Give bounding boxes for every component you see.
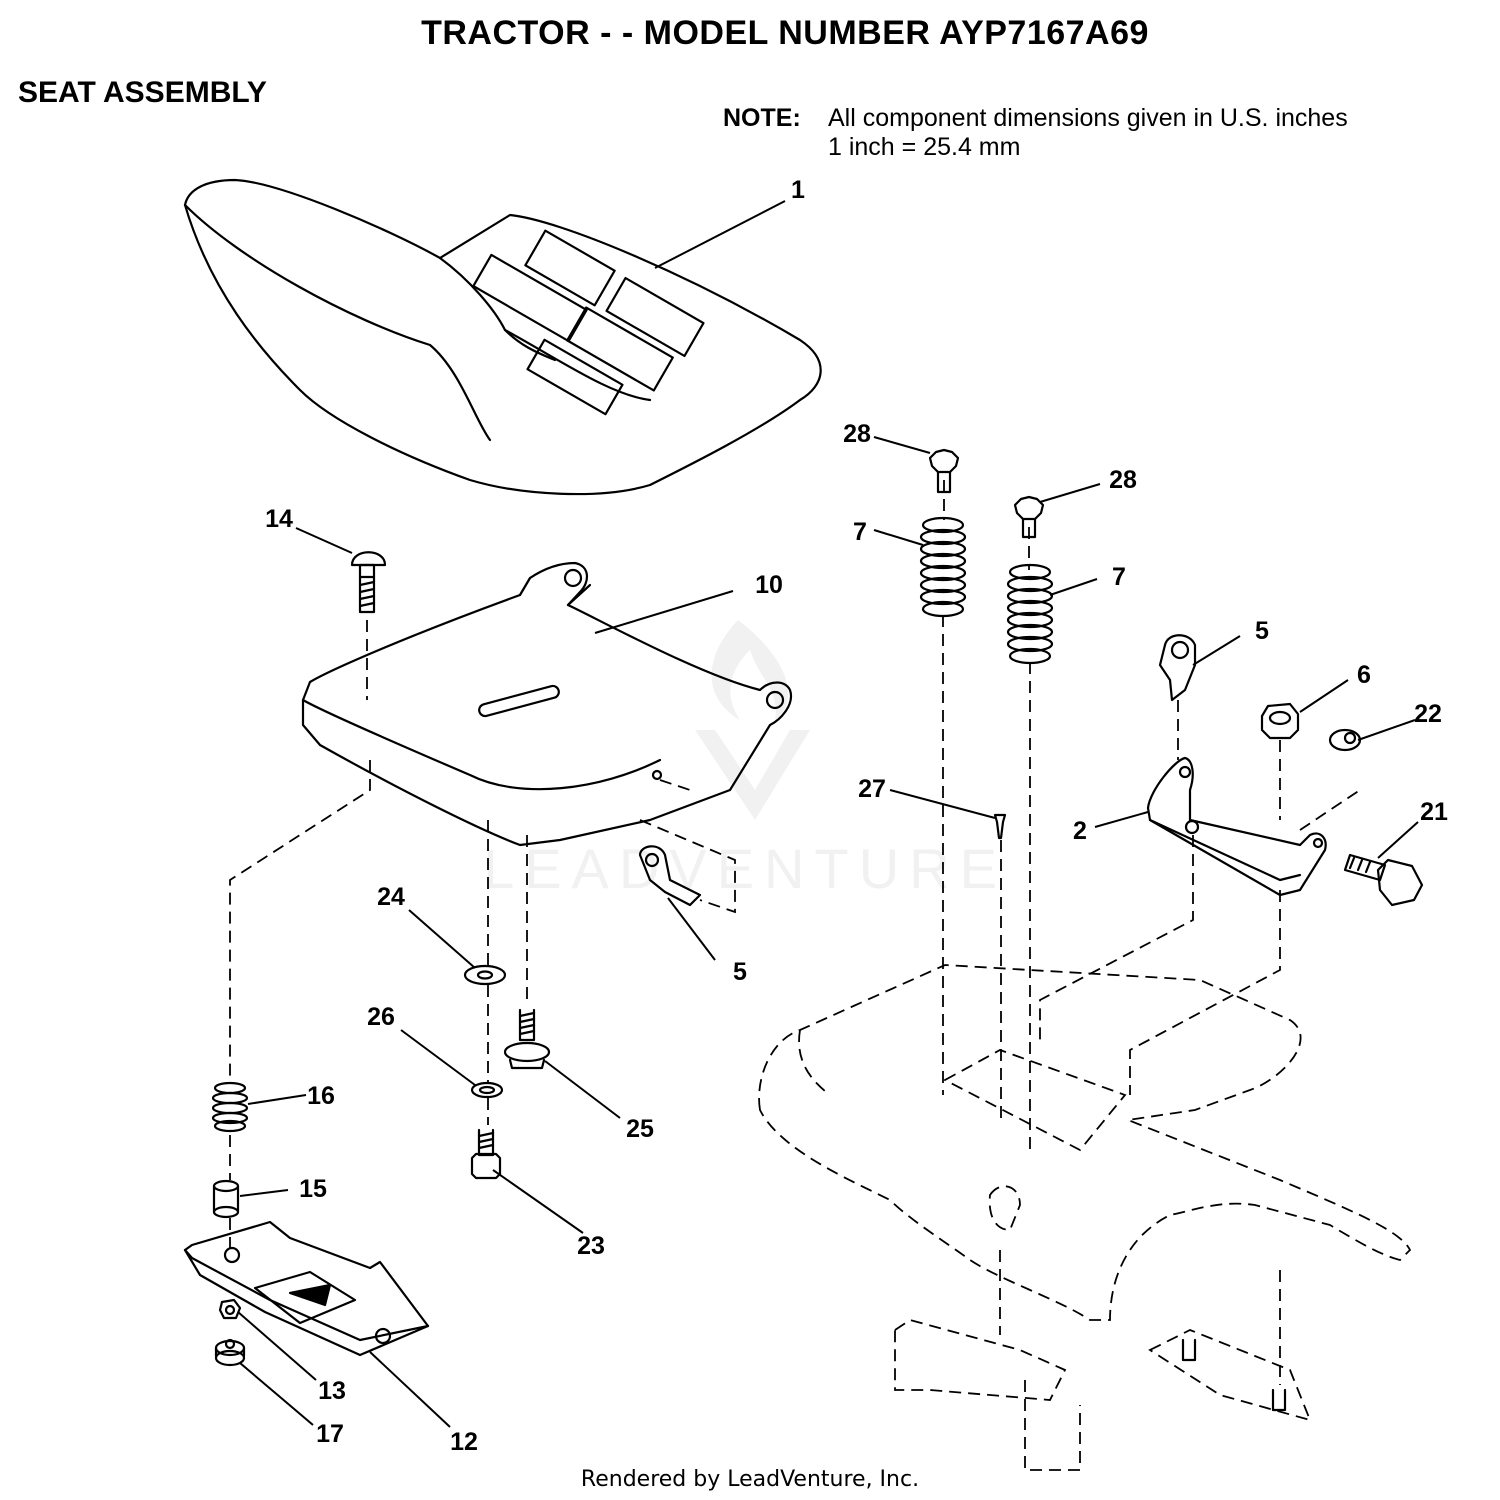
seat-part xyxy=(183,178,822,496)
seat-bracket-part xyxy=(1146,756,1327,897)
callout-15: 15 xyxy=(299,1175,327,1203)
callout-22: 22 xyxy=(1414,700,1442,728)
callout-12: 12 xyxy=(450,1428,478,1456)
watermark-text: LEADVENTURE xyxy=(483,837,1007,900)
leader-lines xyxy=(237,200,1419,1428)
callout-5-lower: 5 xyxy=(733,958,747,986)
note-line-1: All component dimensions given in U.S. i… xyxy=(828,104,1348,132)
callout-14: 14 xyxy=(265,505,293,533)
callout-6: 6 xyxy=(1357,661,1371,689)
callout-28-left: 28 xyxy=(843,420,871,448)
lock-washer-part xyxy=(470,1081,504,1099)
tractor-body-outline xyxy=(758,964,1412,1471)
callout-24: 24 xyxy=(377,883,405,911)
callout-17: 17 xyxy=(316,1420,344,1448)
callout-28-right: 28 xyxy=(1109,466,1137,494)
seat-clip-part xyxy=(638,845,702,907)
pin-part xyxy=(993,813,1007,840)
lock-nut-part xyxy=(1260,702,1300,740)
page-title: TRACTOR - - MODEL NUMBER AYP7167A69 xyxy=(421,14,1149,52)
callout-7-right: 7 xyxy=(1112,563,1126,591)
stud-part xyxy=(1181,1338,1287,1412)
spacer-part xyxy=(212,1179,240,1219)
flange-nut-part xyxy=(214,1338,246,1367)
shoulder-bolt-part xyxy=(1343,853,1424,907)
shoulder-bolt-part xyxy=(503,1008,551,1070)
callout-10: 10 xyxy=(755,571,783,599)
seat-clip-part xyxy=(1158,634,1197,702)
note-label: NOTE: xyxy=(723,104,801,132)
flange-nut-part xyxy=(1328,728,1362,752)
pivot-bracket-part xyxy=(183,1220,430,1357)
assembly-lines xyxy=(229,480,1361,1385)
callout-21: 21 xyxy=(1420,798,1448,826)
seat-pan-part xyxy=(301,561,793,847)
callout-2: 2 xyxy=(1073,817,1087,845)
hex-nut-part xyxy=(218,1298,242,1320)
section-title: SEAT ASSEMBLY xyxy=(18,76,267,109)
spring-small-part xyxy=(211,1081,249,1133)
carriage-bolt-part xyxy=(350,551,387,614)
callout-13: 13 xyxy=(318,1377,346,1405)
note-line-2: 1 inch = 25.4 mm xyxy=(828,133,1021,161)
callout-1: 1 xyxy=(791,176,805,204)
callout-27: 27 xyxy=(858,775,886,803)
watermark-logo: LEADVENTURE xyxy=(483,620,1007,900)
callout-26: 26 xyxy=(367,1003,395,1031)
footer-credit: Rendered by LeadVenture, Inc. xyxy=(580,1467,920,1492)
seat-spring-part xyxy=(919,516,967,618)
callout-23: 23 xyxy=(577,1232,605,1260)
callout-7-left: 7 xyxy=(853,518,867,546)
flat-washer-part xyxy=(463,964,507,986)
callout-16: 16 xyxy=(307,1082,335,1110)
callout-5-upper: 5 xyxy=(1255,617,1269,645)
callout-25: 25 xyxy=(626,1115,654,1143)
seat-spring-part xyxy=(1006,563,1054,665)
